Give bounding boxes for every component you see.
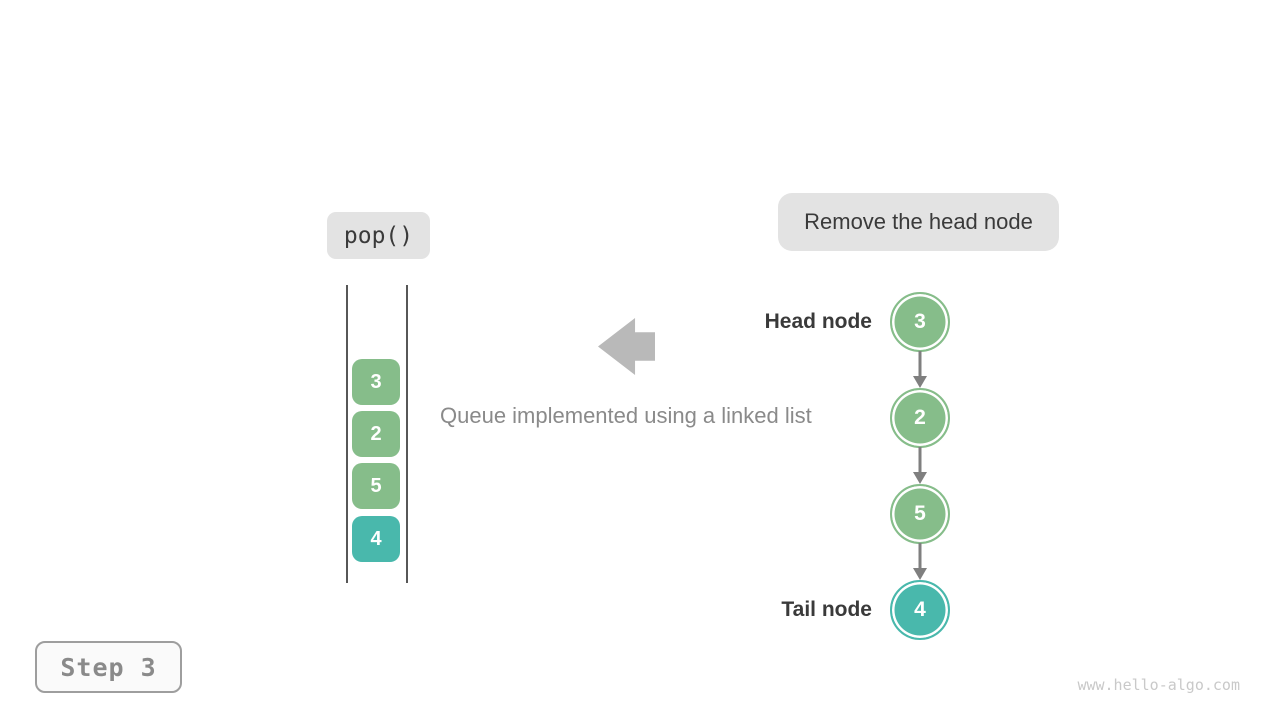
linked-list-node: 5 [890, 484, 950, 544]
node-value: 4 [914, 598, 926, 621]
pop-operation-text: pop() [343, 222, 414, 249]
step-indicator-text: Step 3 [60, 652, 157, 682]
remove-head-node-text: Remove the head node [804, 209, 1033, 234]
queue-item-value: 4 [370, 527, 382, 550]
tail-node-label: Tail node [781, 598, 872, 621]
queue-item: 3 [352, 359, 400, 405]
left-block-arrow-icon [598, 318, 655, 375]
queue-item-value: 5 [370, 474, 382, 497]
arrow-down-icon [913, 543, 927, 580]
queue-item-value: 3 [370, 370, 382, 393]
head-node-label: Head node [764, 310, 872, 333]
pop-operation-label: pop() [327, 212, 430, 259]
queue-item: 5 [352, 463, 400, 509]
linked-list-node-head: 3 [890, 292, 950, 352]
step-indicator: Step 3 [35, 641, 182, 693]
linked-list-node-tail: 4 [890, 580, 950, 640]
node-value: 5 [914, 502, 926, 525]
queue-container-left-wall [346, 285, 348, 583]
queue-item: 4 [352, 516, 400, 562]
node-value: 2 [914, 406, 926, 429]
watermark: www.hello-algo.com [1077, 676, 1240, 694]
arrow-down-icon [913, 447, 927, 484]
diagram-caption: Queue implemented using a linked list [440, 403, 812, 428]
queue-container-right-wall [406, 285, 408, 583]
arrow-down-icon [913, 351, 927, 388]
queue-item: 2 [352, 411, 400, 457]
linked-list-node: 2 [890, 388, 950, 448]
node-value: 3 [914, 310, 926, 333]
remove-head-node-label: Remove the head node [778, 193, 1059, 251]
queue-item-value: 2 [370, 422, 382, 445]
